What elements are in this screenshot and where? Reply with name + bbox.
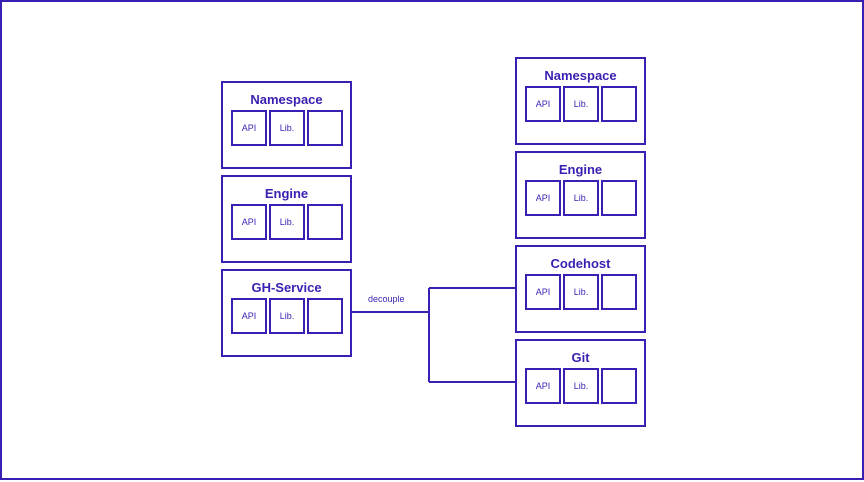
empty-box — [307, 204, 343, 240]
empty-box — [307, 298, 343, 334]
api-box: API — [231, 298, 267, 334]
lib-box: Lib. — [563, 180, 599, 216]
api-box: API — [525, 180, 561, 216]
module-title: Engine — [558, 162, 603, 177]
empty-box — [307, 110, 343, 146]
module-title: Engine — [264, 186, 309, 201]
module-title: Git — [571, 350, 590, 365]
lib-box: Lib. — [269, 110, 305, 146]
api-box: API — [525, 274, 561, 310]
empty-box — [601, 86, 637, 122]
api-box: API — [525, 86, 561, 122]
module-title: GH-Service — [251, 280, 322, 295]
lib-box: Lib. — [563, 274, 599, 310]
empty-box — [601, 180, 637, 216]
module-engine-left: Engine API Lib. — [221, 175, 352, 263]
module-git: Git API Lib. — [515, 339, 646, 427]
module-gh-service: GH-Service API Lib. — [221, 269, 352, 357]
api-box: API — [525, 368, 561, 404]
module-namespace-left: Namespace API Lib. — [221, 81, 352, 169]
empty-box — [601, 368, 637, 404]
connector-label: decouple — [368, 294, 405, 304]
module-title: Codehost — [550, 256, 611, 271]
module-title: Namespace — [250, 92, 323, 107]
empty-box — [601, 274, 637, 310]
api-box: API — [231, 204, 267, 240]
module-engine-right: Engine API Lib. — [515, 151, 646, 239]
lib-box: Lib. — [563, 86, 599, 122]
module-namespace-right: Namespace API Lib. — [515, 57, 646, 145]
module-codehost: Codehost API Lib. — [515, 245, 646, 333]
lib-box: Lib. — [563, 368, 599, 404]
lib-box: Lib. — [269, 298, 305, 334]
lib-box: Lib. — [269, 204, 305, 240]
module-title: Namespace — [544, 68, 617, 83]
api-box: API — [231, 110, 267, 146]
